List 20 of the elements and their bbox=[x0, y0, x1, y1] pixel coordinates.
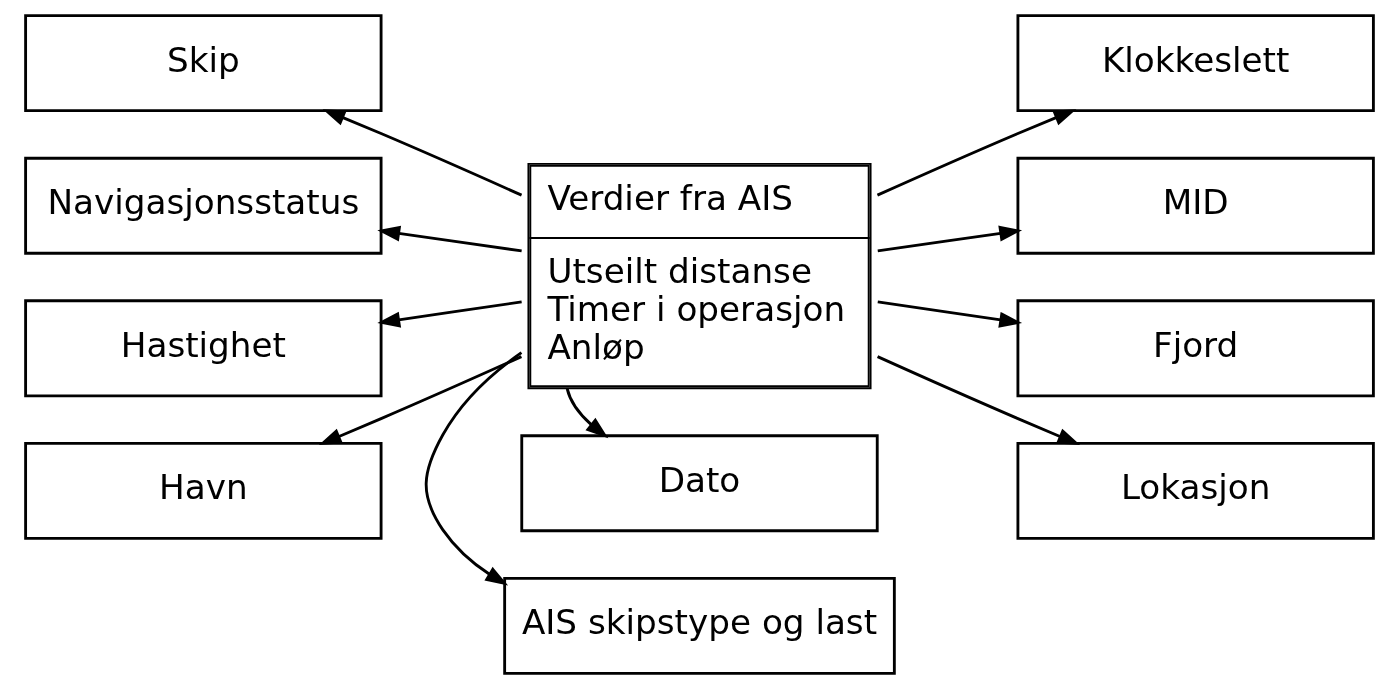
node-box: Navigasjonsstatus bbox=[24, 156, 383, 255]
arrow bbox=[322, 109, 523, 197]
arrow bbox=[318, 355, 523, 445]
arrow bbox=[377, 300, 522, 328]
node-box: Klokkeslett bbox=[1016, 14, 1375, 113]
arrow bbox=[876, 109, 1077, 197]
node-box: MID bbox=[1016, 156, 1375, 255]
arrow bbox=[876, 355, 1081, 445]
arrow bbox=[377, 225, 522, 253]
node-box: Dato bbox=[520, 434, 879, 533]
node-box: Skip bbox=[24, 14, 383, 113]
arrow bbox=[877, 225, 1023, 253]
arrow bbox=[565, 388, 609, 439]
node-box: Lokasjon bbox=[1016, 441, 1375, 540]
arrow bbox=[424, 351, 523, 586]
node-box: Fjord bbox=[1016, 299, 1375, 398]
node-box: Hastighet bbox=[24, 299, 383, 398]
arrow bbox=[877, 300, 1023, 328]
node-box: Havn bbox=[24, 441, 383, 540]
node-box: AIS skipstype og last bbox=[503, 576, 896, 675]
